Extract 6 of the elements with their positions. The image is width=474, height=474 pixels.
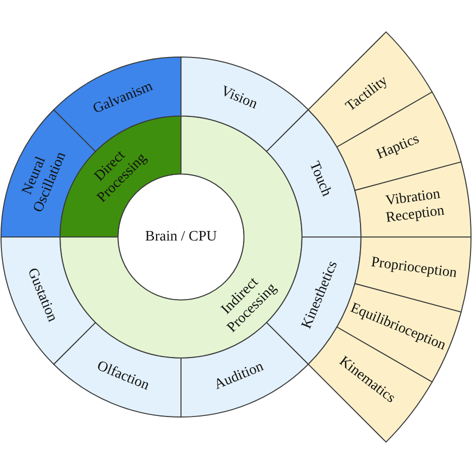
segment-label: Haptics: [374, 130, 422, 164]
segment-label: Proprioception: [370, 254, 458, 282]
center-label: Brain / CPU: [145, 228, 217, 246]
segment-label: Touch: [305, 160, 335, 200]
segment-label: Vibration Reception: [384, 186, 446, 227]
segment-label: Vision: [218, 83, 260, 113]
